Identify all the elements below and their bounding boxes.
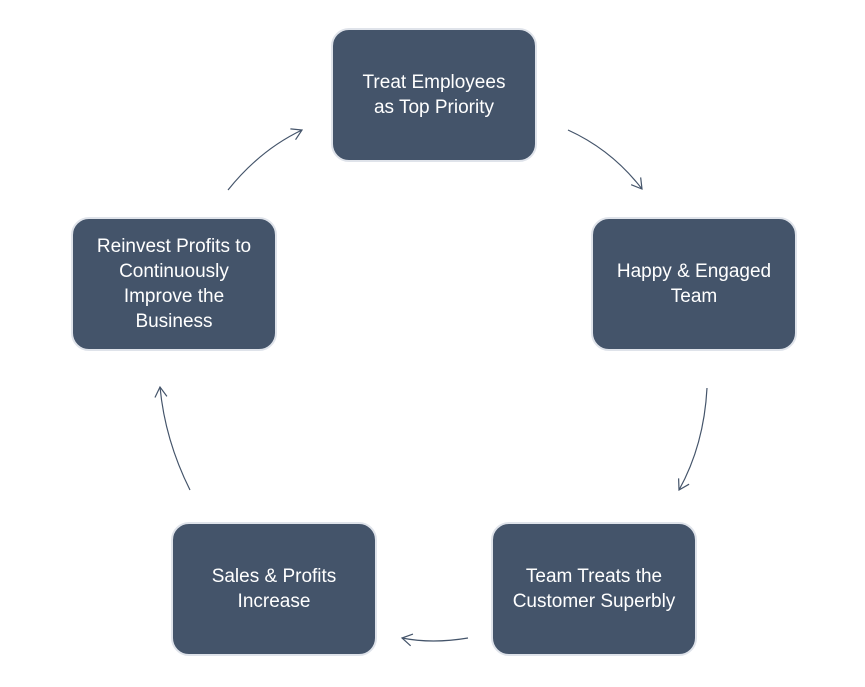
node-label: Team Treats the Customer Superbly xyxy=(512,566,676,612)
node-label: Treat Employees as Top Priority xyxy=(362,72,506,118)
node-happy-engaged-team: Happy & Engaged Team xyxy=(591,217,797,351)
arrow-n1-to-n2 xyxy=(567,129,643,190)
node-sales-profits-increase: Sales & Profits Increase xyxy=(171,522,377,656)
node-label: Happy & Engaged Team xyxy=(616,261,772,307)
node-reinvest-profits: Reinvest Profits to Continuously Improve… xyxy=(71,217,277,351)
arrow-n5-to-n1 xyxy=(227,128,304,191)
arrow-n2-to-n3 xyxy=(678,387,708,492)
arrow-n3-to-n4 xyxy=(400,633,469,647)
arrow-n4-to-n5 xyxy=(154,385,191,491)
node-label: Reinvest Profits to Continuously Improve… xyxy=(96,236,252,332)
node-label: Sales & Profits Increase xyxy=(211,566,337,612)
node-treat-employees: Treat Employees as Top Priority xyxy=(331,28,537,162)
node-team-treats-customer: Team Treats the Customer Superbly xyxy=(491,522,697,656)
